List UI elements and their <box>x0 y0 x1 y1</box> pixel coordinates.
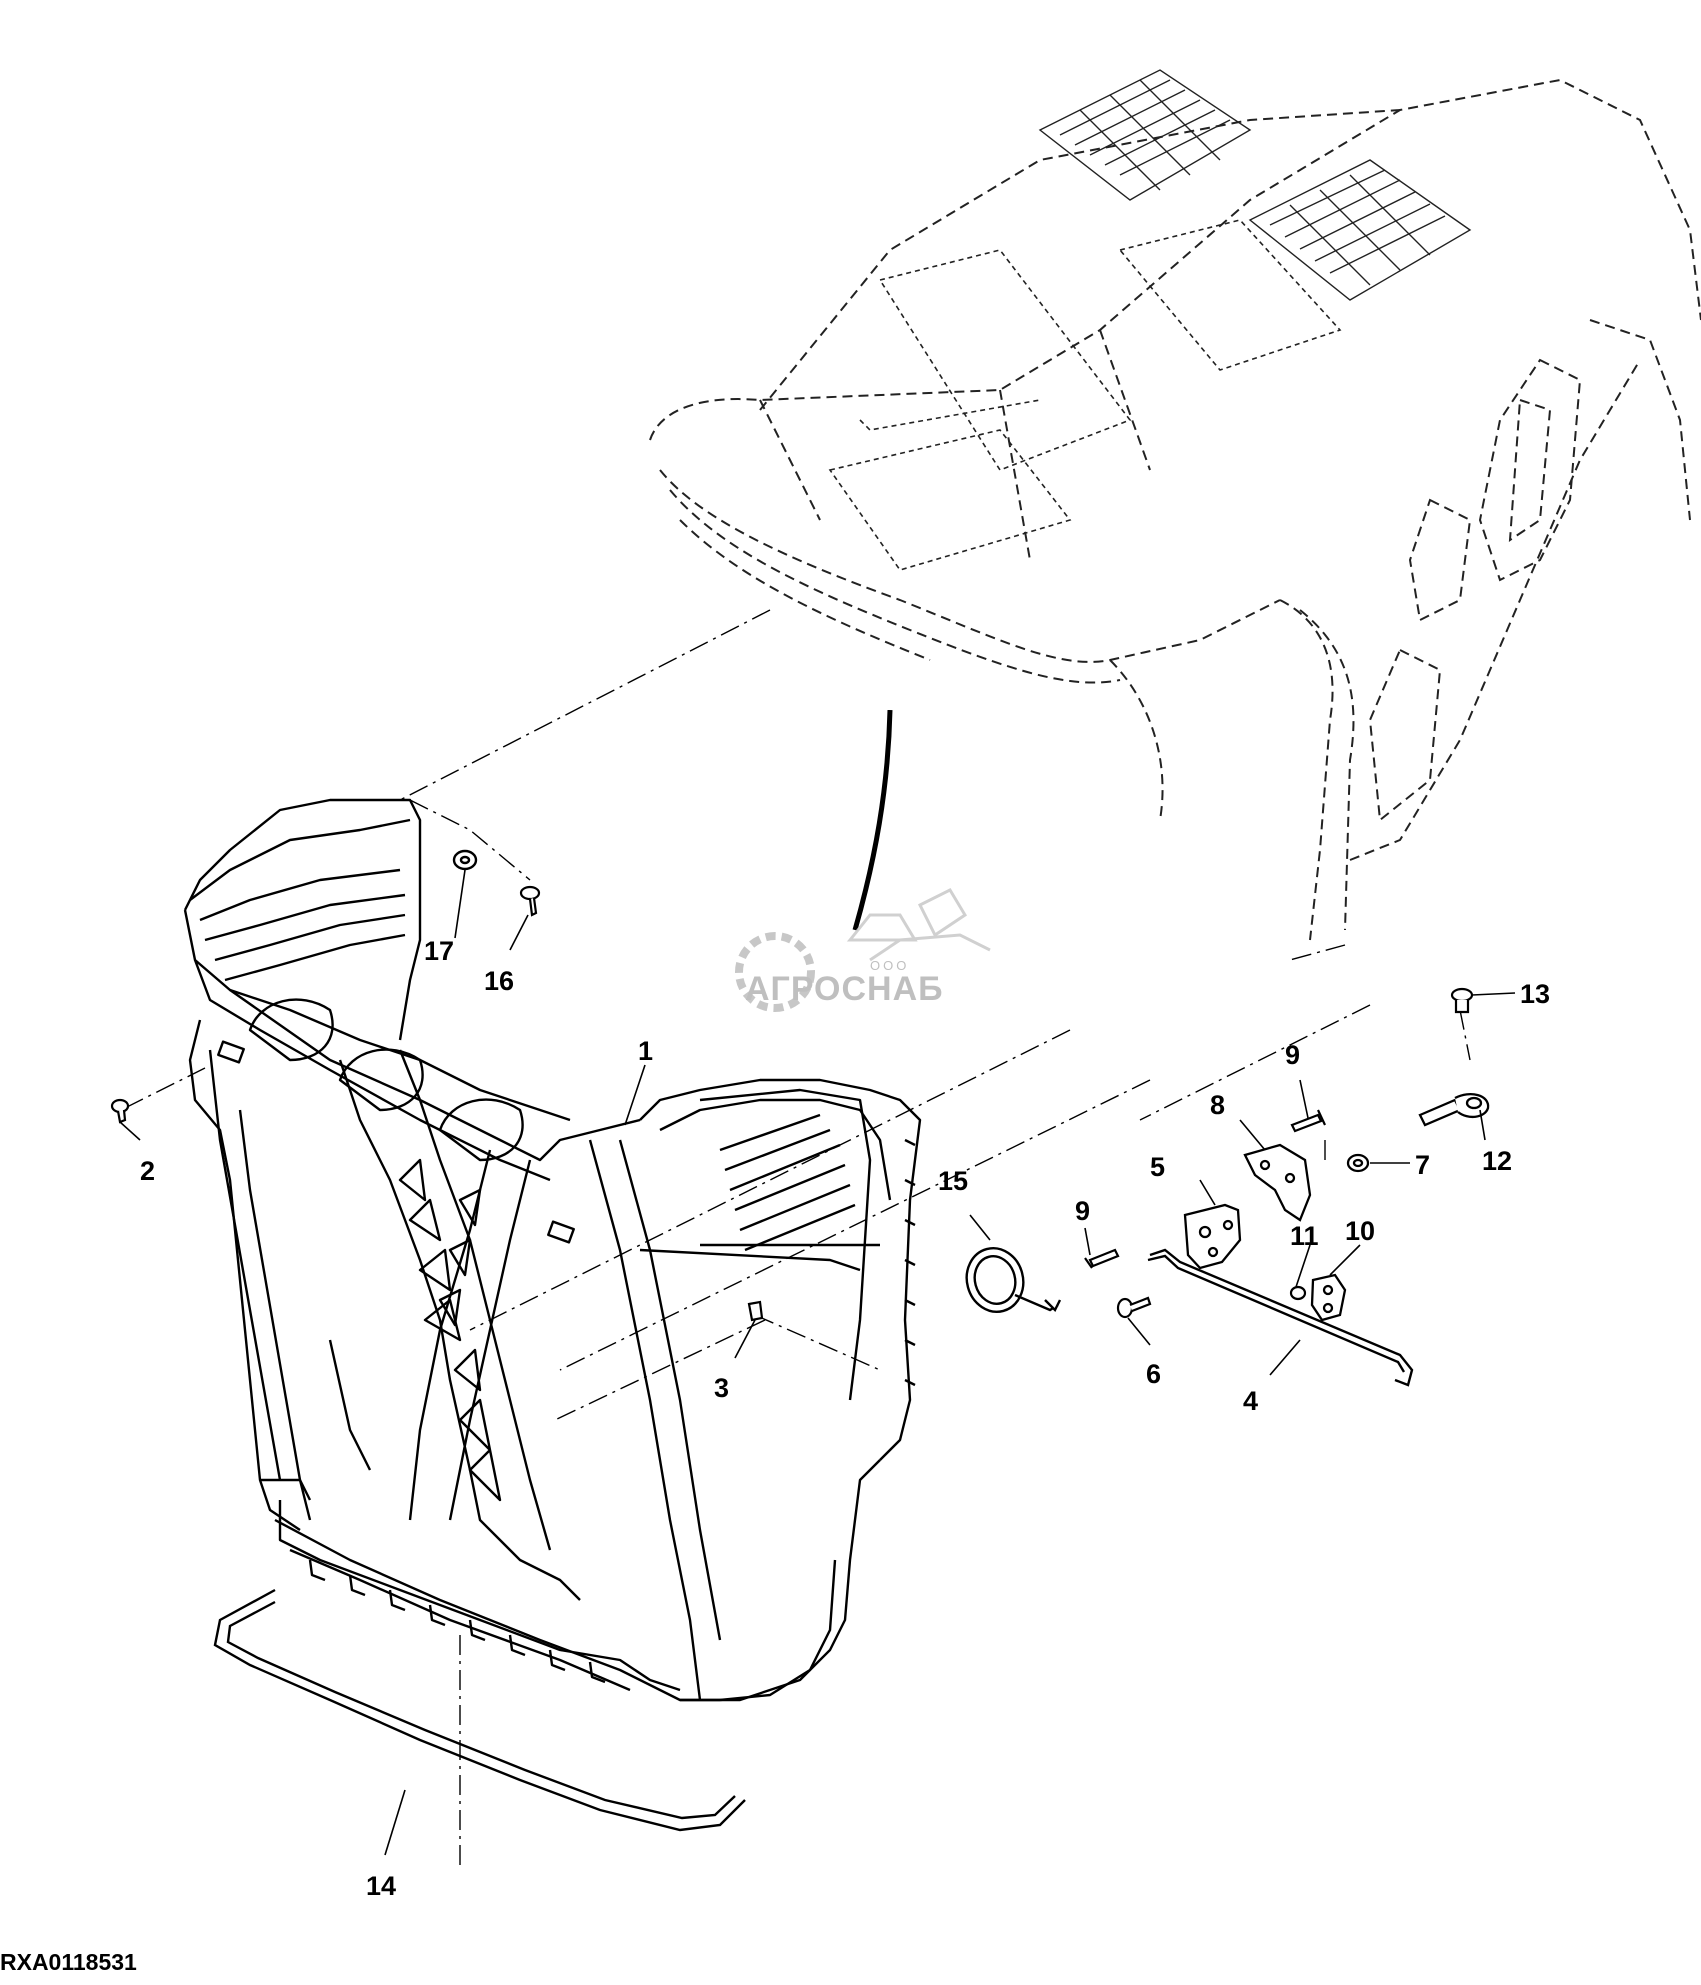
nut-11 <box>1289 1285 1307 1301</box>
callout-5: 5 <box>1150 1152 1165 1182</box>
callout-17: 17 <box>424 936 454 966</box>
assembly-arrow <box>852 709 893 931</box>
callout-9a: 9 <box>1285 1040 1300 1070</box>
watermark-logo: ООО АГРОСНАБ <box>735 888 991 1012</box>
callout-12: 12 <box>1482 1146 1512 1176</box>
callout-8: 8 <box>1210 1090 1225 1120</box>
clip-3 <box>747 1300 764 1322</box>
callout-10: 10 <box>1345 1216 1375 1246</box>
callout-14: 14 <box>366 1871 396 1901</box>
clamp-10 <box>1310 1273 1347 1322</box>
screw-6 <box>1116 1296 1152 1319</box>
grille-frame <box>183 798 922 1702</box>
callout-4: 4 <box>1243 1386 1258 1416</box>
hood-phantom-outline <box>649 78 1701 941</box>
rod-end-12 <box>1418 1093 1490 1127</box>
bracket-8 <box>1243 1143 1312 1222</box>
watermark-small-text: ООО <box>870 958 909 973</box>
screw-9-upper <box>1290 1109 1326 1133</box>
nut-17 <box>452 849 478 871</box>
leader-lines <box>119 869 1516 1856</box>
screw-9-lower <box>1084 1248 1120 1269</box>
callout-6: 6 <box>1146 1359 1161 1389</box>
callout-2: 2 <box>140 1156 155 1186</box>
nut-7 <box>1346 1153 1370 1173</box>
callout-16: 16 <box>484 966 514 996</box>
callout-13: 13 <box>1520 979 1550 1009</box>
screw-13 <box>1450 987 1474 1014</box>
hood-vent-left <box>1038 69 1252 201</box>
latch-5 <box>1183 1203 1242 1270</box>
screw-2 <box>110 1098 130 1124</box>
callout-1: 1 <box>638 1036 653 1066</box>
screw-16 <box>519 885 541 917</box>
latch-rod-4 <box>1147 1248 1414 1387</box>
emblem-15 <box>965 1247 1062 1313</box>
callout-11: 11 <box>1290 1221 1319 1251</box>
centerlines <box>124 609 1471 1870</box>
callout-9b: 9 <box>1075 1196 1090 1226</box>
hood-top-panels <box>828 219 1342 571</box>
seal-strip <box>213 1588 746 1832</box>
callout-7: 7 <box>1415 1150 1430 1180</box>
figure-id: RXA0118531 <box>0 1949 137 1975</box>
callout-15: 15 <box>938 1166 968 1196</box>
hood-vent-right <box>1248 159 1472 301</box>
callout-3: 3 <box>714 1373 729 1403</box>
watermark-name: АГРОСНАБ <box>745 970 944 1008</box>
